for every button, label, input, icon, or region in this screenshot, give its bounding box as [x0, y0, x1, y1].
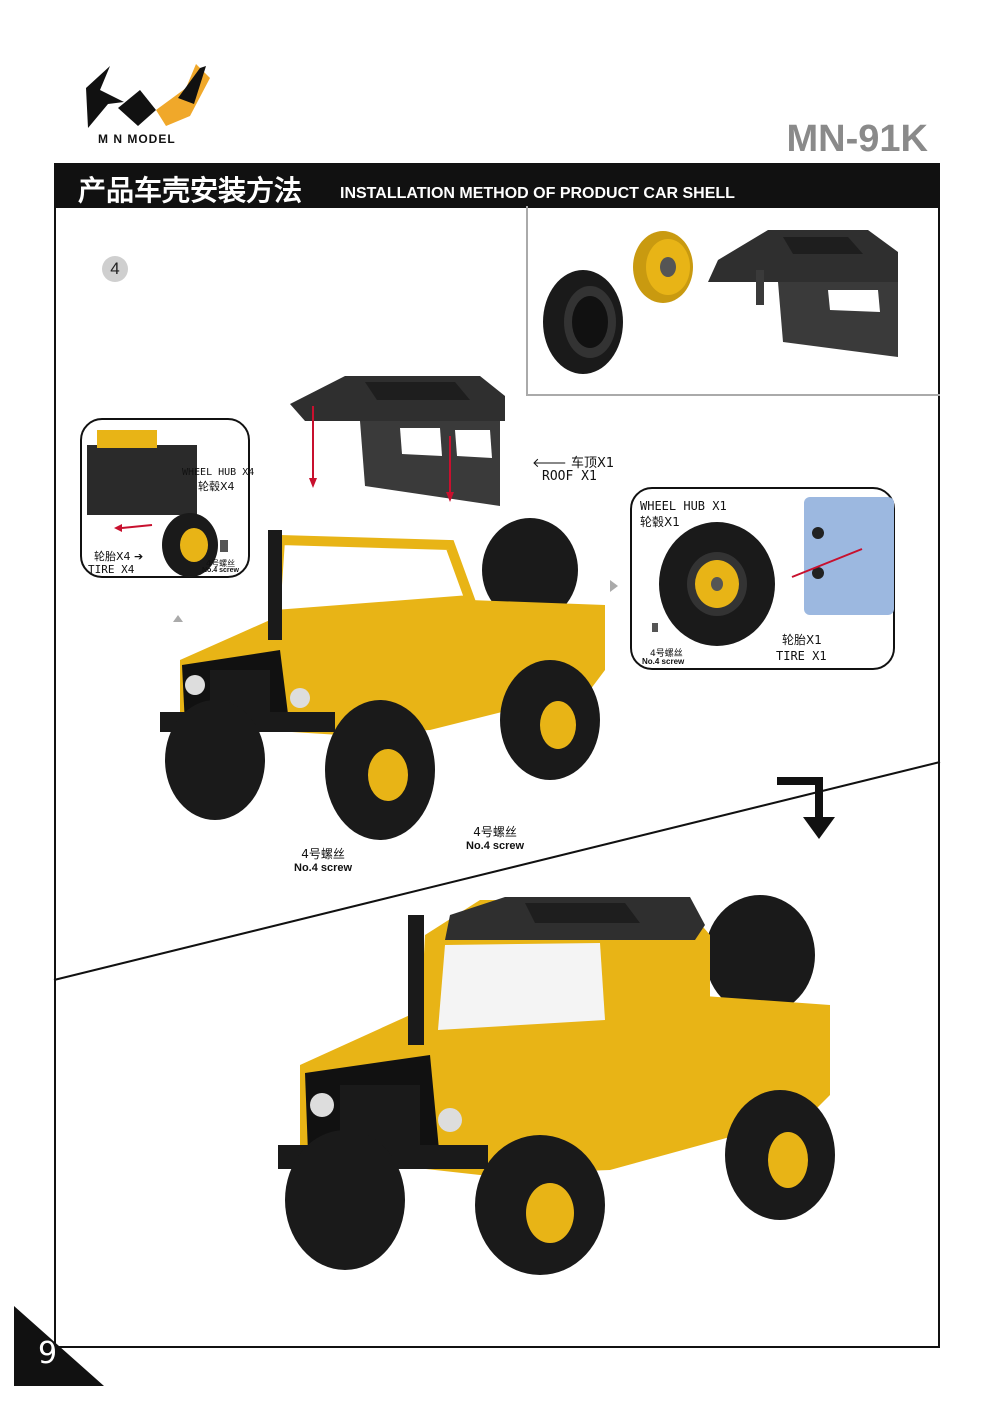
- parts-box: [526, 206, 940, 396]
- spare-wheel-illustration: [652, 497, 894, 646]
- step-number: 4: [102, 256, 128, 282]
- tire-label: TIRE X4: [88, 563, 135, 576]
- tire-label-cn: 轮胎X4 ➔: [94, 550, 144, 563]
- completed-car: [278, 895, 835, 1275]
- brand-name: M N MODEL: [98, 132, 176, 146]
- screw-label-cn: 4号螺丝: [206, 559, 236, 568]
- page-number: 9: [38, 1336, 58, 1371]
- brand-logo: [86, 64, 210, 128]
- screw-label: No.4 screw: [202, 567, 239, 574]
- wheel-detail-callout-left: WHEEL HUB X4 轮毂X4 轮胎X4 ➔ TIRE X4 4号螺丝 No…: [80, 418, 254, 578]
- wheel-hub-label-cn: 轮毂X4: [198, 480, 235, 493]
- screw-label: No.4 screw: [642, 657, 685, 666]
- wheel-hub-label-cn: 轮毂X1: [640, 515, 680, 529]
- screw-label-rear: 4号螺丝 No.4 screw: [466, 825, 525, 852]
- roof-label-cn: 🡐 车顶X1: [532, 456, 615, 471]
- tire-part: [543, 270, 623, 374]
- screw-label-cn: 4号螺丝: [650, 649, 683, 659]
- car-without-roof: [160, 518, 618, 840]
- title-english: INSTALLATION METHOD OF PRODUCT CAR SHELL: [340, 185, 735, 202]
- roof-label: ROOF X1: [542, 469, 597, 484]
- tire-label-cn: 轮胎X1: [782, 633, 822, 647]
- wheel-hub-label: WHEEL HUB X4: [182, 467, 255, 478]
- section-divider: [53, 761, 941, 981]
- screw-label-front: 4号螺丝 No.4 screw: [294, 847, 353, 874]
- title-chinese: 产品车壳安装方法: [78, 174, 303, 207]
- next-step-arrow-icon: [777, 777, 835, 839]
- model-number: MN-91K: [786, 118, 928, 160]
- wheel-detail-callout-right: WHEEL HUB X1 轮毂X1 轮胎X1 TIRE X1 4号螺丝 No.4…: [630, 487, 895, 670]
- page-number-corner: [14, 1306, 104, 1386]
- roof-install-illustration: [290, 376, 505, 506]
- left-arrow-icon: 🡐: [532, 456, 571, 471]
- parts-illustration: [543, 230, 898, 374]
- title-banner: 产品车壳安装方法 INSTALLATION METHOD OF PRODUCT …: [54, 163, 940, 208]
- roof-part: [708, 230, 898, 357]
- wheel-hub-label: WHEEL HUB X1: [640, 499, 727, 513]
- chassis-illustration: [87, 430, 228, 577]
- wheel-hub-part: [633, 231, 693, 303]
- tire-label: TIRE X1: [776, 649, 827, 663]
